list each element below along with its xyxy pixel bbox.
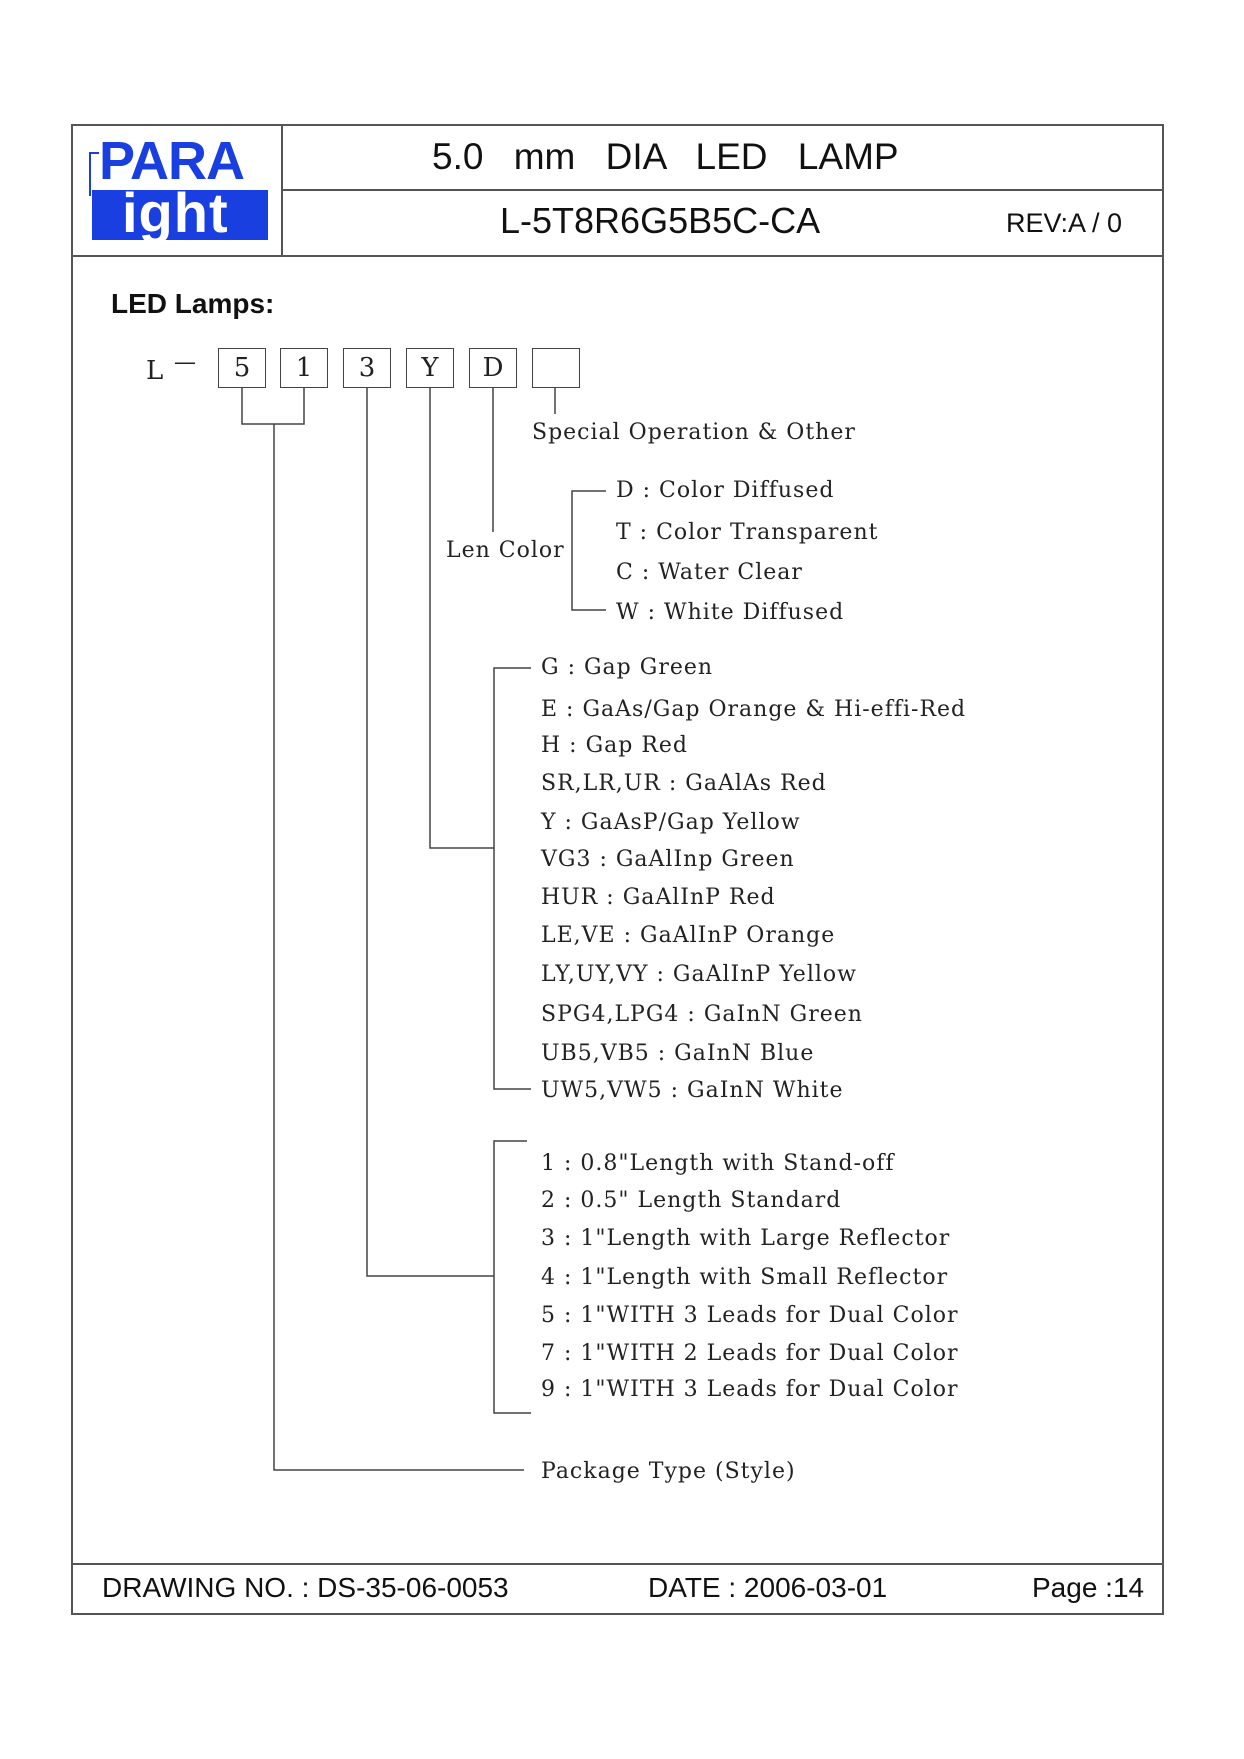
section-title: LED Lamps: [111, 288, 275, 319]
code-box-package-2: 1 [280, 348, 328, 388]
lead-length-item: 4 : 1"Length with Small Reflector [541, 1265, 949, 1290]
code-box-package-1: 5 [218, 348, 266, 388]
connector-chip-material [429, 388, 494, 849]
logo-bar: ight [92, 184, 268, 242]
lens-color-label: Len Color [446, 538, 565, 563]
lead-length-item: 2 : 0.5" Length Standard [541, 1188, 842, 1213]
footer-divider [71, 1563, 1164, 1565]
special-operation-label: Special Operation & Other [532, 420, 856, 445]
lead-length-item: 1 : 0.8"Length with Stand-off [541, 1151, 895, 1176]
logo-text-top: PARA [99, 131, 245, 191]
connector-lead-length [366, 388, 494, 1277]
header-divider-middle [281, 189, 1164, 191]
drawing-date: DATE : 2006-03-01 [648, 1572, 888, 1603]
company-logo: PARA ight [89, 134, 269, 242]
lead-length-item: 9 : 1"WITH 3 Leads for Dual Color [541, 1377, 959, 1402]
lens-color-item: W : White Diffused [616, 600, 845, 625]
document-title: 5.0 mm DIA LED LAMP [432, 136, 899, 177]
chip-material-item: E : GaAs/Gap Orange & Hi-effi-Red [541, 697, 967, 722]
code-prefix: L [146, 356, 165, 386]
chip-material-item: LY,UY,VY : GaAlInP Yellow [541, 962, 857, 987]
logo-text-bottom: ight [122, 181, 229, 244]
connector-package-stem [273, 424, 524, 1471]
lead-length-item: 3 : 1"Length with Large Reflector [541, 1226, 951, 1251]
bracket-lens-color [571, 490, 606, 611]
drawing-frame [71, 124, 1164, 1615]
chip-material-item: UW5,VW5 : GaInN White [541, 1078, 844, 1103]
chip-material-item: Y : GaAsP/Gap Yellow [541, 810, 801, 835]
part-number: L-5T8R6G5B5C-CA [500, 200, 821, 241]
package-type-label: Package Type (Style) [541, 1459, 796, 1484]
lead-length-item: 5 : 1"WITH 3 Leads for Dual Color [541, 1303, 959, 1328]
code-box-lens-color: D [469, 348, 517, 388]
chip-material-item: HUR : GaAlInP Red [541, 885, 776, 910]
revision-label: REV:A / 0 [1006, 208, 1123, 238]
bracket-chip-material [493, 667, 531, 1090]
code-dash: — [174, 350, 197, 375]
lens-color-item: T : Color Transparent [616, 520, 879, 545]
code-box-lead-length: 3 [343, 348, 391, 388]
logo-corner-mark [89, 152, 99, 196]
lens-color-item: D : Color Diffused [616, 478, 835, 503]
chip-material-item: VG3 : GaAlInp Green [541, 847, 795, 872]
drawing-number: DRAWING NO. : DS-35-06-0053 [102, 1572, 509, 1603]
lead-length-item: 7 : 1"WITH 2 Leads for Dual Color [541, 1341, 959, 1366]
chip-material-item: G : Gap Green [541, 655, 714, 680]
chip-material-item: SR,LR,UR : GaAlAs Red [541, 771, 827, 796]
lens-color-item: C : Water Clear [616, 560, 803, 585]
code-box-chip-material: Y [406, 348, 454, 388]
chip-material-item: SPG4,LPG4 : GaInN Green [541, 1002, 863, 1027]
chip-material-item: LE,VE : GaAlInP Orange [541, 923, 836, 948]
header-divider-bottom [71, 255, 1164, 257]
code-box-special [532, 348, 580, 388]
chip-material-item: H : Gap Red [541, 733, 689, 758]
connector-package [241, 388, 305, 425]
chip-material-item: UB5,VB5 : GaInN Blue [541, 1041, 815, 1066]
page-number: Page :14 [1032, 1572, 1145, 1603]
bracket-lead-length [493, 1140, 531, 1414]
